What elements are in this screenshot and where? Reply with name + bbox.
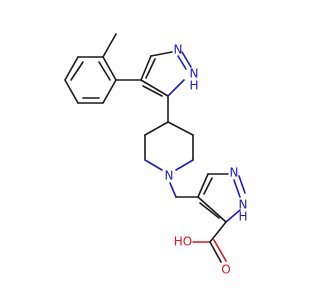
- lower-pyrazole-nh-h-label: H: [238, 210, 247, 224]
- chemical-structure: N N H N N N H HO O: [64, 33, 248, 277]
- lower-pyrazole-ring: [197, 173, 246, 223]
- upper-pyrazole-ring: [115, 51, 192, 97]
- acid-carbonyl-o-label: O: [221, 263, 230, 277]
- methylene-linker-n: [169, 182, 177, 198]
- lower-pyrazole-n-label: N: [230, 166, 239, 180]
- piperidine-ring: [144, 95, 194, 171]
- upper-pyrazole-nh-h-label: H: [189, 79, 198, 93]
- carboxylic-acid-group: [192, 221, 227, 263]
- upper-pyrazole-nh-n-label: N: [190, 67, 199, 81]
- tolyl-ring: [64, 33, 117, 104]
- lower-pyrazole-nh-n-label: N: [239, 198, 248, 212]
- upper-pyrazole-n-label: N: [174, 43, 183, 57]
- piperidine-n-label: N: [165, 169, 174, 183]
- acid-hydroxyl-label: HO: [174, 235, 192, 249]
